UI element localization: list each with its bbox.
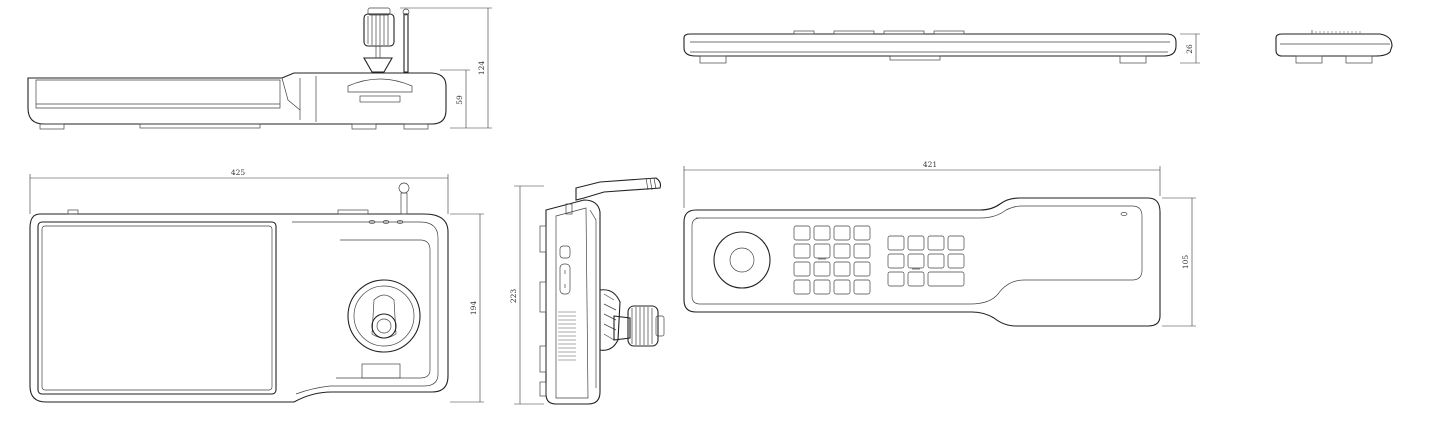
side-view: 223 <box>509 177 665 405</box>
top-view: 425 194 <box>29 168 484 403</box>
dim-keypad-depth: 105 <box>1181 255 1190 270</box>
dim-rear-height: 26 <box>1185 44 1194 54</box>
rear-view: 26 <box>683 30 1200 64</box>
dim-keypad-width: 421 <box>923 160 937 169</box>
dim-top-width: 425 <box>231 168 246 177</box>
dim-front-body: 59 <box>455 95 464 105</box>
front-view: 124 59 <box>27 7 492 130</box>
keypad-view: 421 105 <box>683 160 1196 327</box>
small-side-view <box>1275 30 1393 64</box>
dim-side-height: 223 <box>509 289 518 304</box>
dim-top-depth: 194 <box>469 301 478 316</box>
dim-front-total: 124 <box>477 61 486 76</box>
keypad-grid-1 <box>793 225 871 295</box>
keypad-grid-2 <box>887 235 965 287</box>
